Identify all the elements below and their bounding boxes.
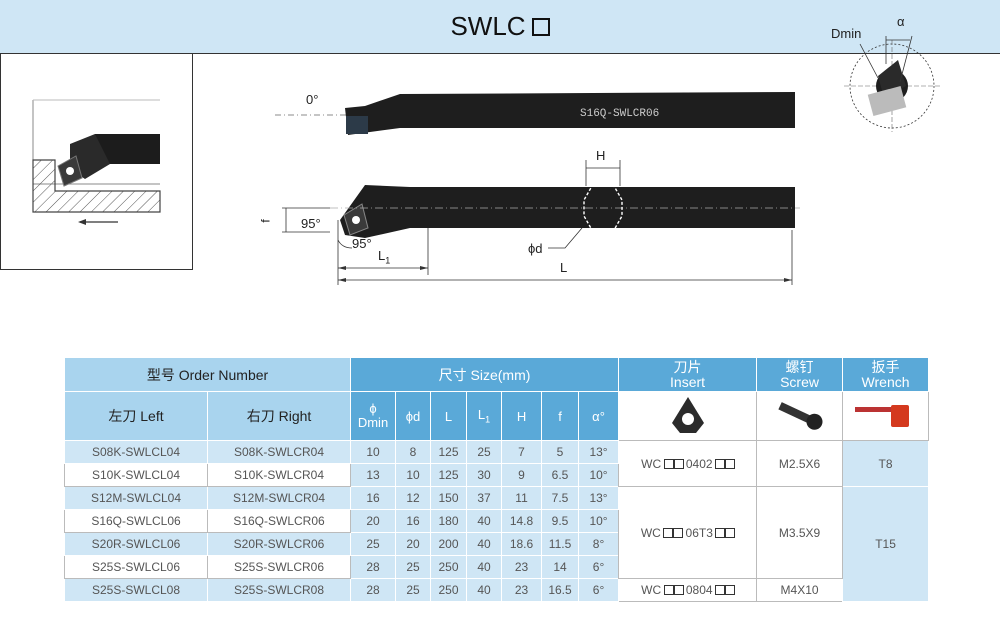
boring-diagram (32, 99, 161, 225)
insert-cell-0804: WC 0804 (618, 578, 758, 602)
header-left: 左刀 Left (64, 391, 208, 441)
screw-cell-m4: M4X10 (756, 578, 844, 602)
header-alpha: α° (578, 391, 620, 441)
header-f: f (541, 391, 580, 441)
screw-cell-m25: M2.5X6 (756, 440, 844, 487)
dim-l1-label: L1 (378, 248, 391, 266)
detail-alpha-label: α (897, 14, 905, 29)
workpiece-hatch (32, 159, 161, 213)
feed-arrow-icon (78, 219, 86, 225)
tool-bar-bottom (340, 185, 795, 238)
wrench-image (842, 391, 930, 441)
dim-f-label: f (258, 219, 273, 223)
header-L1: L1 (466, 391, 503, 441)
legend-box: SWLC (0, 0, 1000, 270)
header-phid: ϕd (395, 391, 432, 441)
header-order-number: 型号 Order Number (63, 357, 352, 392)
insert-cell-0402: WC 0402 (618, 440, 758, 487)
dim-phid-label: ϕd (528, 241, 543, 256)
screw-cell-m35: M3.5X9 (756, 486, 844, 579)
header-L: L (430, 391, 468, 441)
tool-drawing: S16Q-SWLCR06 (275, 92, 800, 285)
detail-view (844, 35, 940, 132)
legend-title: SWLC (0, 0, 1000, 54)
tool-mark-text: S16Q-SWLCR06 (580, 108, 659, 120)
dim-l-label: L (560, 260, 568, 275)
angle-95-label-b: 95° (352, 236, 372, 251)
header-right: 右刀 Right (206, 391, 352, 441)
wrench-cell-t8: T8 (842, 440, 930, 487)
dim-h-label: H (596, 148, 606, 163)
placeholder-square-icon (531, 17, 550, 36)
angle-zero-label: 0° (306, 92, 319, 107)
wrench-cell-t15: T15 (842, 486, 930, 602)
angle-95-label-a: 95° (301, 216, 321, 231)
header-size: 尺寸 Size(mm) (350, 357, 620, 392)
tool-bar-top (345, 92, 795, 135)
insert-cell-06t3: WC 06T3 (618, 486, 758, 579)
screw-image (756, 391, 844, 441)
legend-title-text: SWLC (450, 11, 526, 41)
detail-dmin-label: Dmin (831, 26, 862, 41)
insert-image (618, 391, 758, 441)
header-H: H (501, 391, 543, 441)
